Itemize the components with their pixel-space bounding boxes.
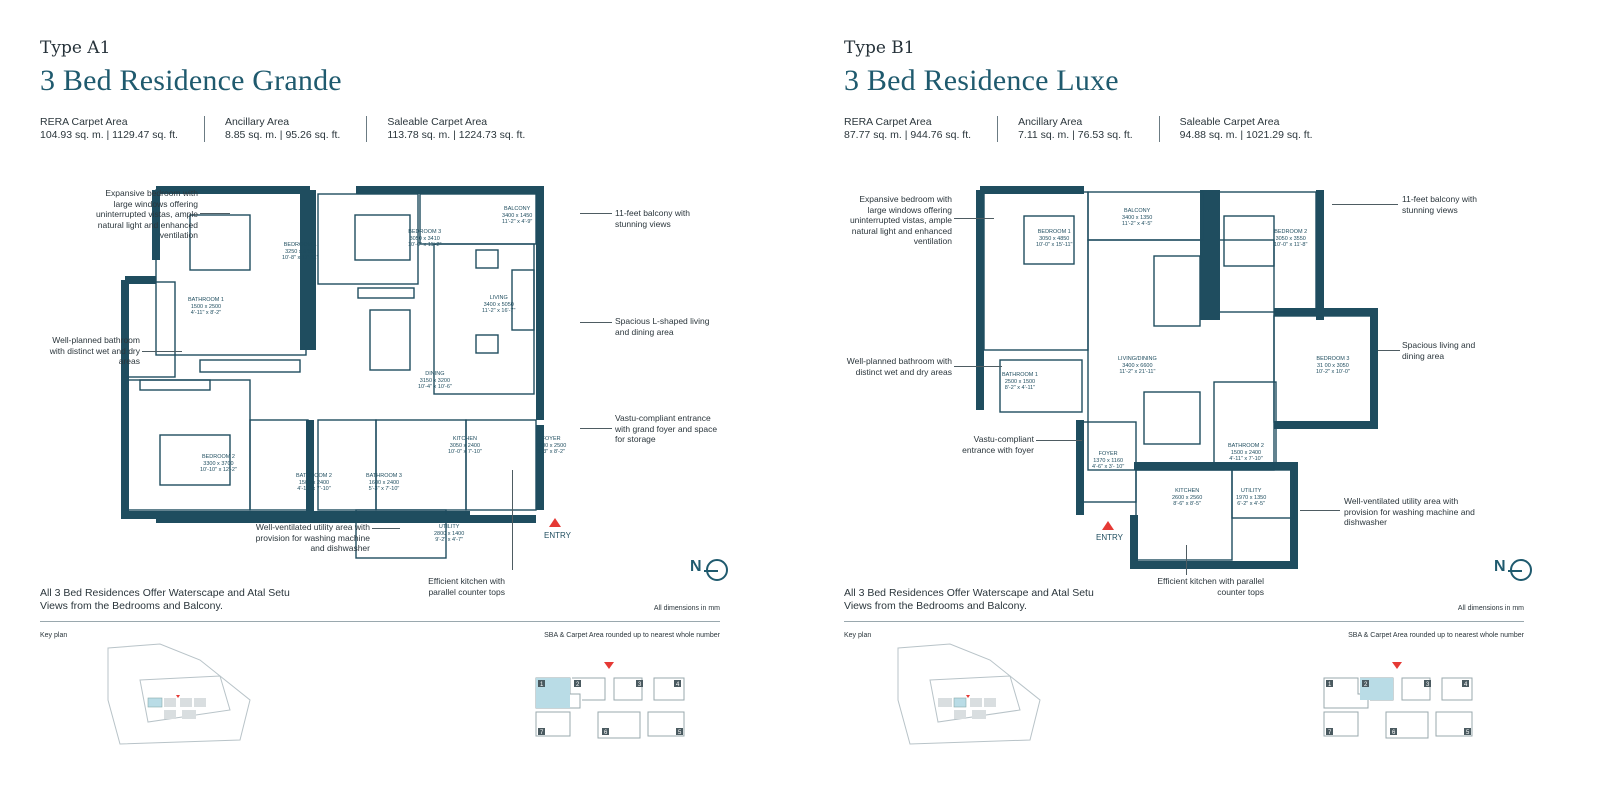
views-note: All 3 Bed Residences Offer Waterscape an… [844, 587, 1094, 612]
divider [844, 621, 1524, 622]
callout-utility: Well-ventilated utility area with provis… [255, 522, 370, 553]
north-compass-icon [1508, 559, 1532, 581]
dimensions-note: All dimensions in mm [1457, 605, 1524, 612]
unit-1: 1 [1328, 682, 1332, 688]
callout-entrance: Vastu-compliant entrance with foyer [962, 434, 1034, 455]
unit-3: 3 [1426, 682, 1430, 688]
floor-plan [976, 186, 1378, 569]
unit-1: 1 [540, 682, 544, 688]
keyplan-label: Key plan [844, 632, 872, 639]
callout-bathroom: Well-planned bathroom with distinct wet … [49, 335, 140, 366]
divider [40, 621, 720, 622]
north-compass-icon [704, 559, 728, 581]
unit-6: 6 [604, 730, 608, 736]
callout-kitchen: Efficient kitchen with parallel counter … [1157, 576, 1264, 597]
callout-kitchen: Efficient kitchen with parallel counter … [428, 576, 505, 597]
callout-bedroom: Expansive bedroom with large windows off… [95, 188, 198, 240]
tower-keyplan: 1 2 3 4 7 6 5 [535, 662, 685, 739]
unit-6: 6 [1392, 730, 1396, 736]
floorplan-panel-a1: Type A1 3 Bed Residence Grande RERA Carp… [0, 0, 760, 798]
unit-type: Type B1 [844, 38, 915, 58]
unit-7: 7 [1328, 730, 1332, 736]
unit-4: 4 [676, 682, 680, 688]
unit-3: 3 [638, 682, 642, 688]
sba-note: SBA & Carpet Area rounded up to nearest … [544, 632, 720, 639]
callout-balcony: 11-feet balcony with stunning views [1402, 194, 1477, 215]
site-keyplan [107, 643, 251, 745]
entry-label: ENTRY [1096, 533, 1123, 542]
unit-7: 7 [540, 730, 544, 736]
callout-bedroom: Expansive bedroom with large windows off… [849, 194, 952, 246]
entry-arrow-icon [1102, 521, 1114, 530]
callout-bathroom: Well-planned bathroom with distinct wet … [846, 356, 952, 377]
dimensions-note: All dimensions in mm [653, 605, 720, 612]
unit-5: 5 [678, 730, 682, 736]
tower-keyplan: 1 2 3 4 7 6 5 [1323, 662, 1473, 739]
callout-living: Spacious living and dining area [1402, 340, 1476, 361]
entry-arrow-icon [549, 518, 561, 527]
callout-balcony: 11-feet balcony with stunning views [615, 208, 690, 229]
unit-2: 2 [576, 682, 580, 688]
unit-type: Type A1 [40, 38, 111, 58]
unit-4: 4 [1464, 682, 1468, 688]
site-keyplan [897, 643, 1041, 745]
north-label: N [690, 558, 702, 575]
unit-title: 3 Bed Residence Grande [40, 64, 342, 97]
floorplan-panel-b1: Type B1 3 Bed Residence Luxe RERA Carpet… [804, 0, 1564, 798]
unit-2: 2 [1364, 682, 1368, 688]
entry-label: ENTRY [544, 531, 571, 540]
sba-note: SBA & Carpet Area rounded up to nearest … [1348, 632, 1524, 639]
north-label: N [1494, 558, 1506, 575]
unit-5: 5 [1466, 730, 1470, 736]
unit-title: 3 Bed Residence Luxe [844, 64, 1119, 97]
callout-entrance: Vastu-compliant entrance with grand foye… [615, 413, 718, 444]
callout-utility: Well-ventilated utility area with provis… [1344, 496, 1475, 527]
floor-plan [121, 186, 544, 559]
keyplan-label: Key plan [40, 632, 68, 639]
views-note: All 3 Bed Residences Offer Waterscape an… [40, 587, 290, 612]
callout-living: Spacious L-shaped living and dining area [615, 316, 710, 337]
